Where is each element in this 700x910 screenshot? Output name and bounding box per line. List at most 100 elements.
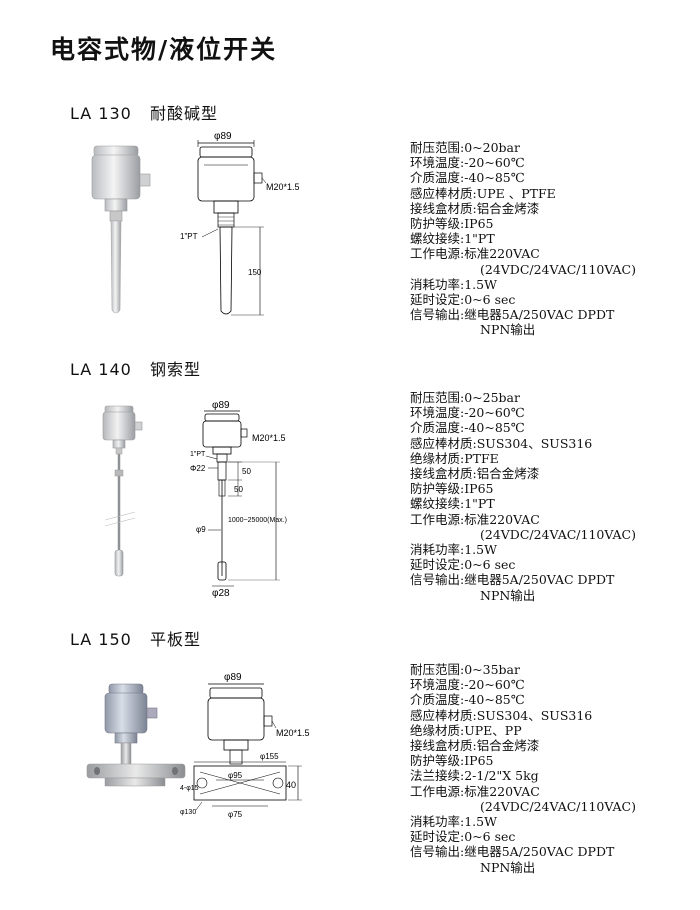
spec-label: 接线盒材质:: [410, 200, 477, 216]
spec-label: 绝缘材质:: [410, 450, 465, 466]
spec-label: 防护等级:: [410, 216, 465, 232]
spec-value: -40~85℃: [464, 420, 525, 436]
spec-row: 消耗功率:1.5W: [410, 814, 636, 829]
spec-row: NPN输出: [410, 860, 636, 875]
dim-thread: M20*1.5: [252, 433, 286, 443]
spec-row: 耐压范围:0~20bar: [410, 140, 636, 155]
spec-row: 防护等级:IP65: [410, 481, 636, 496]
spec-value: 0~35bar: [464, 662, 520, 677]
spec-row: 信号输出:继电器5A/250VAC DPDT: [410, 844, 636, 859]
dim-diameter: φ89: [212, 400, 230, 411]
dim-phi28: φ28: [212, 588, 230, 599]
spec-label: 环境温度:: [410, 155, 465, 171]
spec-row: 介质温度:-40~85℃: [410, 692, 636, 707]
spec-label: 消耗功率:: [410, 814, 465, 830]
dim-phi155: φ155: [260, 752, 279, 761]
dim-50a: 50: [242, 467, 251, 476]
model-name: 钢索型: [149, 360, 201, 379]
spec-label: 信号输出:: [410, 572, 465, 588]
spec-value: 标准220VAC: [464, 783, 540, 799]
spec-row: 螺纹接续:1"PT: [410, 231, 636, 246]
spec-label: 延时设定:: [410, 557, 465, 573]
spec-row: 延时设定:0~6 sec: [410, 829, 636, 844]
spec-label: 接线盒材质:: [410, 466, 477, 482]
model-heading-la150: LA 150 平板型: [70, 626, 201, 650]
model-heading-la140: LA 140 钢索型: [70, 356, 201, 380]
spec-label: 感应棒材质:: [410, 185, 477, 201]
spec-label: 工作电源:: [410, 511, 465, 527]
spec-label: 防护等级:: [410, 481, 465, 497]
dim-holes: 4-φ15: [180, 785, 199, 792]
spec-row: 螺纹接续:1"PT: [410, 496, 636, 511]
spec-label: 介质温度:: [410, 420, 465, 436]
spec-row: 工作电源:标准220VAC: [410, 784, 636, 799]
spec-label: 螺纹接续:: [410, 231, 465, 247]
spec-label: 介质温度:: [410, 692, 465, 708]
spec-value: 1.5W: [464, 276, 497, 292]
spec-value: 标准220VAC: [464, 246, 540, 262]
dimension-drawing-la130: φ89 M20*1.5 1"PT 150: [180, 131, 300, 316]
spec-label: 信号输出:: [410, 844, 465, 860]
spec-value: IP65: [464, 216, 494, 232]
spec-row: 法兰接续:2-1/2"X 5kg: [410, 768, 636, 783]
spec-label: 螺纹接续:: [410, 496, 465, 512]
spec-label: 防护等级:: [410, 753, 465, 769]
spec-value: SUS304、SUS316: [476, 435, 593, 451]
dim-50b: 50: [234, 485, 243, 494]
spec-row: 延时设定:0~6 sec: [410, 557, 636, 572]
spec-row: 延时设定:0~6 sec: [410, 292, 636, 307]
spec-row: 工作电源:标准220VAC: [410, 246, 636, 261]
model-code: LA 150: [70, 630, 132, 649]
spec-label: 感应棒材质:: [410, 707, 477, 723]
spec-label: 消耗功率:: [410, 276, 465, 292]
spec-value: NPN输出: [480, 587, 536, 603]
spec-row: 信号输出:继电器5A/250VAC DPDT: [410, 307, 636, 322]
dim-h40: 40: [286, 780, 296, 790]
dim-phi75: φ75: [228, 810, 243, 819]
spec-value: (24VDC/24VAC/110VAC): [480, 261, 636, 277]
spec-row: 绝缘材质:UPE、PP: [410, 723, 636, 738]
spec-value: (24VDC/24VAC/110VAC): [480, 526, 636, 542]
spec-value: 0~6 sec: [464, 829, 516, 845]
spec-row: 防护等级:IP65: [410, 216, 636, 231]
spec-row: 介质温度:-40~85℃: [410, 420, 636, 435]
spec-value: 0~25bar: [464, 390, 520, 405]
dim-thread: M20*1.5: [266, 182, 300, 192]
spec-value: NPN输出: [480, 859, 536, 875]
model-name: 平板型: [149, 630, 201, 649]
spec-value: 0~20bar: [464, 140, 520, 155]
dim-phi9: φ9: [196, 525, 206, 534]
spec-value: 1"PT: [464, 496, 495, 512]
spec-value: 继电器5A/250VAC DPDT: [464, 844, 615, 860]
spec-row: NPN输出: [410, 322, 636, 337]
dimension-drawing-la150: φ89 M20*1.5 φ155 φ95 4-φ15 40 φ130 φ75: [180, 672, 310, 819]
spec-row: 接线盒材质:铝合金烤漆: [410, 466, 636, 481]
spec-row: 绝缘材质:PTFE: [410, 451, 636, 466]
spec-label: 耐压范围:: [410, 140, 465, 155]
spec-row: 工作电源:标准220VAC: [410, 512, 636, 527]
model-name: 耐酸碱型: [149, 104, 218, 123]
spec-row: 环境温度:-20~60℃: [410, 405, 636, 420]
spec-value: PTFE: [464, 450, 499, 466]
spec-label: 接线盒材质:: [410, 738, 477, 754]
spec-value: NPN输出: [480, 322, 536, 338]
dim-diameter: φ89: [224, 672, 242, 683]
dim-diameter: φ89: [214, 131, 232, 142]
spec-value: 铝合金烤漆: [476, 738, 540, 754]
spec-row: 消耗功率:1.5W: [410, 277, 636, 292]
spec-row: 信号输出:继电器5A/250VAC DPDT: [410, 572, 636, 587]
spec-label: 环境温度:: [410, 677, 465, 693]
spec-value: -20~60℃: [464, 155, 525, 171]
dim-length: 150: [248, 268, 262, 277]
spec-value: 1.5W: [464, 542, 497, 558]
spec-label: 延时设定:: [410, 829, 465, 845]
spec-value: 继电器5A/250VAC DPDT: [464, 572, 615, 588]
spec-label: 绝缘材质:: [410, 722, 465, 738]
spec-value: 铝合金烤漆: [476, 200, 540, 216]
dim-phi130: φ130: [180, 809, 196, 816]
spec-value: 1"PT: [464, 231, 495, 247]
spec-label: 环境温度:: [410, 405, 465, 421]
